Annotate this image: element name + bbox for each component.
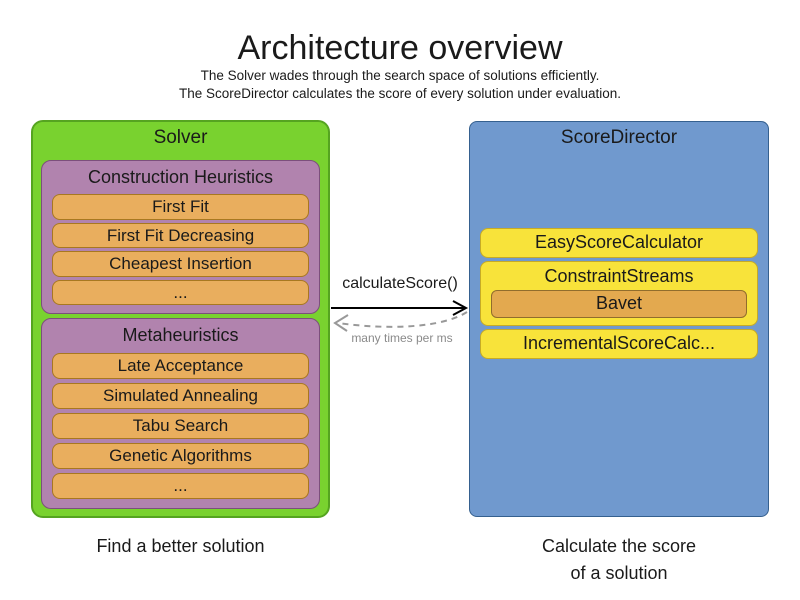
subtitle-line-2: The ScoreDirector calculates the score o… — [179, 86, 621, 101]
constraint-streams-box: ConstraintStreams Bavet — [480, 261, 758, 326]
calculate-score-label: calculateScore() — [342, 275, 458, 292]
scoredirector-caption-line1: Calculate the score — [541, 536, 697, 556]
algorithm-item-metaheuristics-more: ... — [52, 473, 309, 499]
easy-score-calculator-box: EasyScoreCalculator — [480, 228, 758, 258]
scoredirector-box: ScoreDirector EasyScoreCalculator Constr… — [469, 121, 769, 517]
diagram-title: Architecture overview — [237, 29, 563, 67]
algorithm-item-construction-more: ... — [52, 279, 309, 305]
call-arrows: calculateScore() many times per ms — [331, 275, 469, 345]
solver-box: Solver Construction Heuristics First Fit… — [31, 120, 330, 518]
construction-heuristics-label: Construction Heuristics — [87, 167, 274, 187]
calculator-stack: EasyScoreCalculator ConstraintStreams Ba… — [480, 228, 758, 359]
scoredirector-caption-line2: of a solution — [570, 563, 668, 583]
algorithm-item-late-acceptance: Late Acceptance — [52, 353, 309, 379]
solver-label: Solver — [153, 127, 208, 148]
subtitle-line-1: The Solver wades through the search spac… — [200, 68, 600, 83]
return-arrow-line — [337, 311, 468, 328]
solver-caption: Find a better solution — [96, 536, 265, 556]
algorithm-item-first-fit-decreasing: First Fit Decreasing — [52, 222, 309, 248]
metaheuristics-label: Metaheuristics — [122, 325, 239, 345]
bavet-box: Bavet — [491, 290, 747, 318]
algorithm-item-first-fit: First Fit — [52, 194, 309, 220]
algorithm-item-cheapest-insertion: Cheapest Insertion — [52, 251, 309, 277]
constraint-streams-label: ConstraintStreams — [544, 266, 694, 286]
call-arrow-head — [452, 300, 469, 316]
algorithm-item-simulated-annealing: Simulated Annealing — [52, 383, 309, 409]
algorithm-item-tabu-search: Tabu Search — [52, 413, 309, 439]
scoredirector-caption: Calculate the score of a solution — [469, 533, 769, 587]
scoredirector-label: ScoreDirector — [560, 127, 678, 148]
metaheuristics-group: Metaheuristics Late Acceptance Simulated… — [41, 318, 320, 509]
incremental-score-calculator-box: IncrementalScoreCalc... — [480, 329, 758, 359]
frequency-label: many times per ms — [351, 331, 452, 345]
construction-heuristics-group: Construction Heuristics First Fit First … — [41, 160, 320, 314]
algorithm-item-genetic-algorithms: Genetic Algorithms — [52, 443, 309, 469]
return-arrow-head — [333, 314, 349, 332]
